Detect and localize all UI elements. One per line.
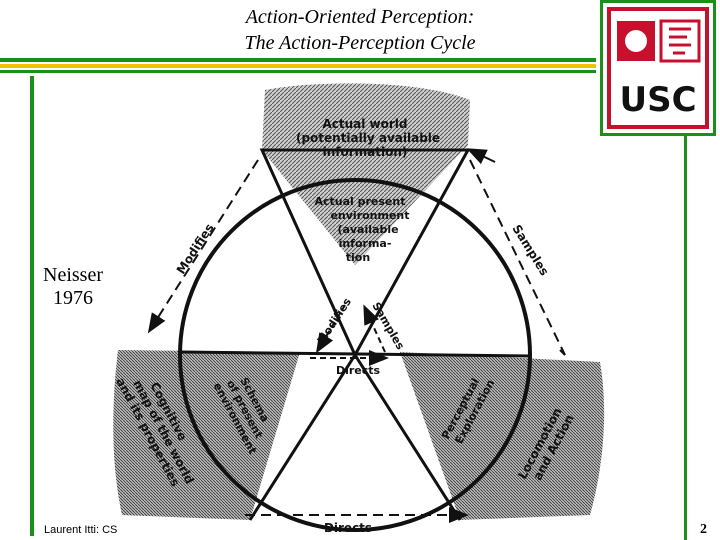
left-vertical-rule: [30, 76, 34, 536]
directs-inner-label: Directs: [336, 364, 381, 377]
actual-world-region: [262, 83, 470, 265]
locomotion-region: [400, 352, 605, 520]
cognitive-map-region: [113, 350, 300, 520]
samples-inner-arrow: [363, 304, 386, 353]
samples-outer-arrow: [469, 159, 566, 356]
title-underline-green-2: [0, 70, 596, 73]
title-line-1: Action-Oriented Perception:: [245, 6, 475, 28]
environment-line-1: Actual present: [314, 195, 405, 208]
samples-outer-tail: [559, 349, 566, 356]
right-vertical-rule: [684, 136, 687, 540]
title-underline-green: [0, 58, 596, 62]
environment-line-4: informa-: [339, 237, 392, 250]
usc-logo-graphic: USC: [607, 7, 709, 129]
author-year-label: Neisser 1976: [38, 264, 108, 310]
actual-world-line-1: Actual world: [322, 117, 407, 131]
lower-lines: [179, 350, 531, 521]
slide-title: Action-Oriented Perception: The Action-P…: [120, 4, 600, 56]
directs-outer-label: Directs: [324, 521, 372, 535]
modifies-outer-arrow: [147, 159, 259, 334]
environment-line-3: (available: [337, 223, 398, 236]
modifies-outer-label: Modifies: [174, 221, 217, 276]
actual-world-line-2: (potentially available: [296, 131, 440, 145]
samples-inner-label: Samples: [369, 300, 407, 352]
title-underline-yellow: [0, 64, 596, 68]
author-name: Neisser: [43, 264, 103, 286]
actual-world-line-3: information): [323, 145, 408, 159]
logo-text: USC: [619, 80, 696, 120]
publication-year: 1976: [53, 287, 93, 309]
actual-environment-label: Actual present environment (available in…: [314, 195, 409, 264]
actual-world-label: Actual world (potentially available info…: [296, 117, 440, 159]
top-triangle: [259, 148, 471, 359]
modifies-inner-arrow: [315, 304, 346, 354]
samples-outer-head: [466, 148, 496, 165]
footer-author: Laurent Itti: CS: [44, 524, 118, 536]
page-number: 2: [700, 522, 707, 537]
samples-outer-label: Samples: [509, 222, 551, 278]
environment-line-5: tion: [346, 251, 370, 264]
environment-line-2: environment: [330, 209, 409, 222]
usc-logo: USC: [600, 0, 716, 136]
title-line-2: The Action-Perception Cycle: [244, 32, 476, 54]
